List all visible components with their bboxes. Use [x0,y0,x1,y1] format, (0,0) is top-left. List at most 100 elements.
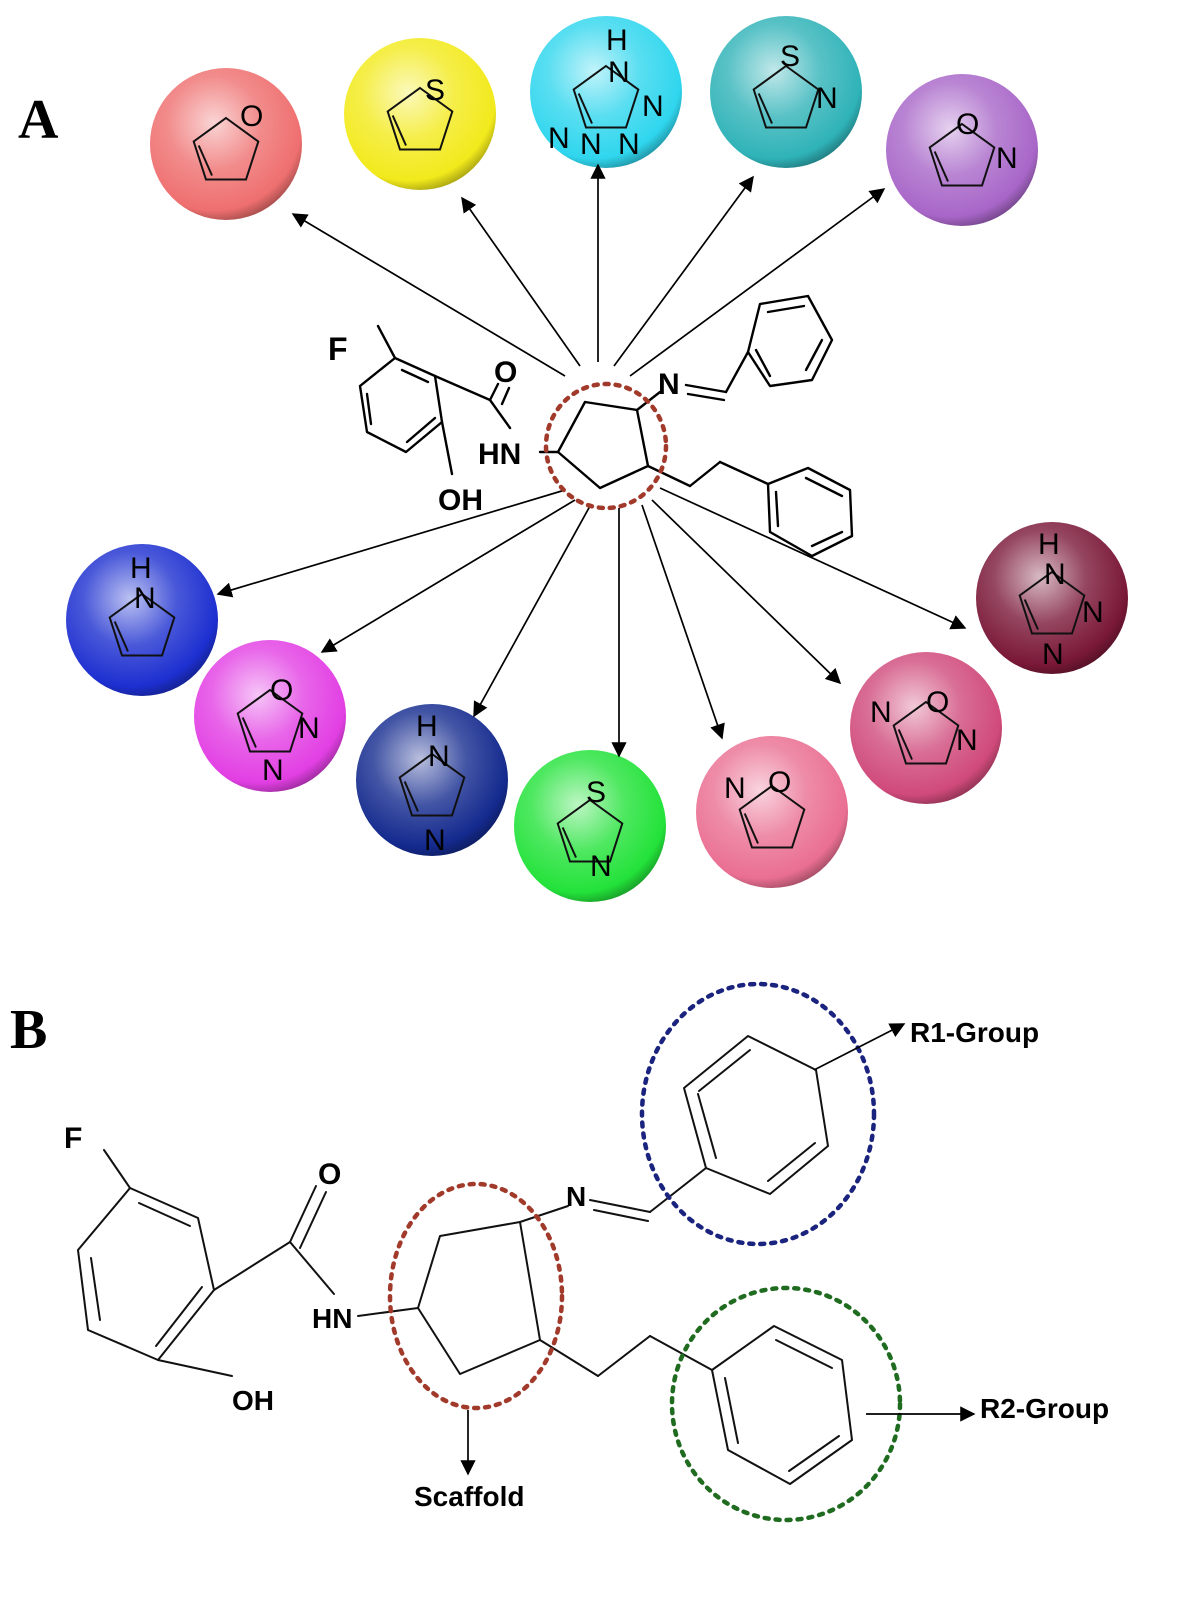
sphere-tetrazole-double-bond [577,93,593,124]
sphere-oxadiazole-1-2-4: ONN [194,640,346,792]
sphere-oxadiazole-1-2-4-double-bond [241,717,257,748]
panel-a-label: A [18,89,59,151]
sphere-furan-double-bond [197,145,213,176]
sphere-oxadiazole-1-2-4-atom: O [270,674,293,707]
r1-group-label: R1-Group [910,1017,1039,1048]
sphere-furan-ball [150,68,302,220]
sphere-oxadiazole-1-2-5-ring [892,700,960,765]
arrow-to-isothiazole [613,175,754,367]
sphere-tetrazole-atom: N [548,122,570,155]
arrow-to-dihydroisoxazole [641,504,725,740]
sphere-isoxazole-double-bond [933,151,949,182]
sphere-oxadiazole-1-2-5-double-bond [897,729,913,760]
sphere-tetrazole-ring [572,64,640,129]
sphere-tetrazole-atom: N [642,90,664,123]
core-molecule-a: F O HN OH N [328,294,854,558]
sphere-isoxazole-atom: O [956,108,979,141]
sphere-triazole-ring [1018,570,1086,635]
sphere-thiophene-double-bond [391,115,407,146]
amide-nh-b: HN [312,1303,352,1334]
fluorophenol-ring-b [77,1187,215,1361]
scaffold-label: Scaffold [414,1481,524,1512]
sphere-triazole-double-bond [1023,599,1039,630]
sphere-thiazole-ring [556,798,624,863]
sphere-tetrazole-atom: N [618,128,640,161]
arrow-to-imidazole [473,505,591,718]
sphere-triazole-atom: N [1082,596,1104,629]
sphere-thiophene-ring [386,86,454,151]
sphere-oxadiazole-1-2-4-atom: N [298,712,320,745]
sphere-dihydroisoxazole-ball [696,736,848,888]
sphere-pyrrole-ball [66,544,218,696]
r2-phenyl-ring-b [711,1325,853,1485]
sphere-thiazole-double-bond [561,827,577,858]
sphere-triazole-atom: H [1038,528,1060,561]
sphere-isoxazole-ball [886,74,1038,226]
sphere-thiophene-ball [344,38,496,190]
sphere-furan: O [150,68,302,220]
r1-phenyl-ring-b [683,1035,829,1195]
sphere-tetrazole-atom: N [608,56,630,89]
sphere-dihydroisoxazole-atom: N [724,772,746,805]
core-molecule-b: F O HN OH N R1-Group [64,981,1109,1523]
sphere-imidazole-ring [398,752,466,817]
arrow-to-furazan [651,499,842,685]
sphere-oxadiazole-1-2-4-ring [236,688,304,753]
sphere-thiazole-ball [514,750,666,902]
cyclopentane-scaffold-b [417,1221,541,1375]
sphere-dihydroisoxazole-atom: O [768,766,791,799]
sphere-isothiazole-ball [710,16,862,168]
sphere-pyrrole-ring [108,592,176,657]
arrow-to-thiophene [461,196,581,367]
arrow-to-oxadiazole [320,499,576,653]
sphere-oxadiazole-1-2-4-atom: N [262,754,284,787]
r1-phenyl-ring-a [746,294,834,388]
sphere-imidazole-ball [356,704,508,856]
sphere-imidazole-atom: H [416,710,438,743]
sphere-tetrazole-ball [530,16,682,168]
r2-group-highlight [669,1285,903,1523]
sphere-isoxazole: ON [886,74,1038,226]
sphere-tetrazole-atom: N [580,128,602,161]
r2-group-label: R2-Group [980,1393,1109,1424]
imine-nitrogen-b: N [566,1181,586,1212]
sphere-oxadiazole-1-2-5-atom: N [956,724,978,757]
sphere-tetrazole-atom: H [606,24,628,57]
sphere-thiazole: SN [514,750,666,902]
carbonyl-oxygen-b: O [318,1158,341,1191]
r1-group-highlight [639,981,877,1247]
sphere-oxadiazole-1-2-5-atom: O [926,686,949,719]
sphere-thiazole-atom: S [586,776,606,809]
sphere-isothiazole: SN [710,16,862,168]
scaffold-highlight-a [543,381,669,511]
fluorine-atom-b: F [64,1122,82,1155]
substitution-arrows [216,163,967,758]
sphere-dihydroisoxazole-double-bond [743,813,759,844]
sphere-dihydroisoxazole-ring [738,784,806,849]
fluorophenol-ring [358,356,444,454]
sphere-furan-ring [192,116,260,181]
r1-group-arrow [813,1023,906,1071]
carbonyl-oxygen: O [494,356,517,389]
arrow-to-triazole [659,487,967,630]
arrow-to-isoxazole [629,188,886,377]
r2-phenyl-ring-a [766,466,854,558]
fluorine-atom: F [328,331,348,367]
scaffold-highlight-b [387,1181,565,1411]
sphere-thiazole-atom: N [590,850,612,883]
arrow-to-furan [291,213,566,377]
sphere-isothiazole-double-bond [757,93,773,124]
sphere-isothiazole-atom: S [780,40,800,73]
hydroxyl-group: OH [438,484,483,517]
sphere-isothiazole-ring [752,64,820,129]
sphere-pyrrole-double-bond [113,621,129,652]
sphere-furan-atom: O [240,100,263,133]
sphere-imidazole-atom: N [424,824,446,857]
sphere-pyrrole: HN [66,544,218,696]
sphere-thiophene: S [344,38,496,190]
